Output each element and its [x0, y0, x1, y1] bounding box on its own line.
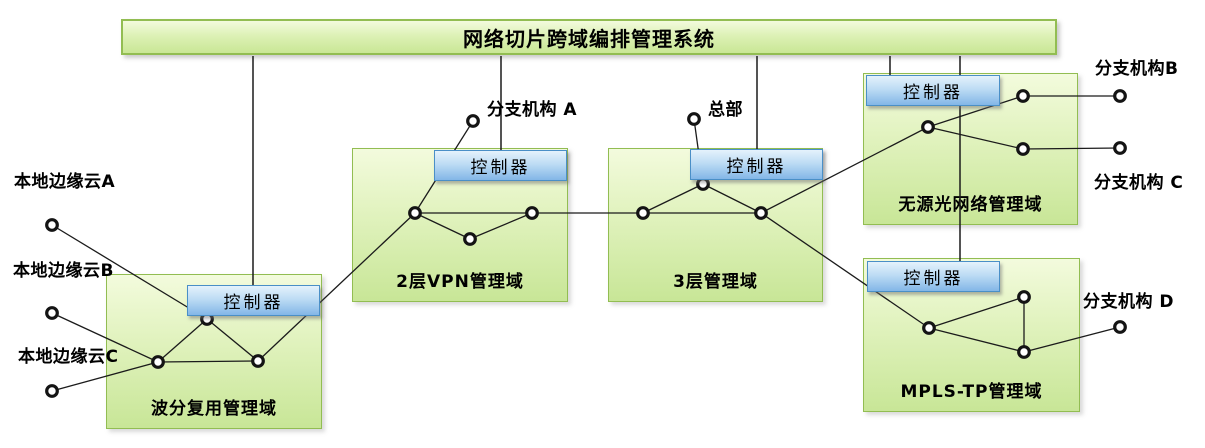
- network-node-nBranchA: [466, 114, 480, 128]
- network-node-nMplsL: [922, 321, 936, 335]
- network-node-nBranchC: [1113, 141, 1127, 155]
- domain-label-l2vpn: 2层VPN管理域: [396, 272, 524, 292]
- network-node-nPonT: [1016, 89, 1030, 103]
- network-node-nL3T: [696, 177, 710, 191]
- network-node-nVpnM: [463, 232, 477, 246]
- label-branch-b: 分支机构B: [1095, 59, 1179, 79]
- controller-label-mplstp: 控制器: [903, 269, 964, 289]
- label-branch-c: 分支机构 C: [1094, 173, 1184, 193]
- link-nCloudB-nWdmL: [51, 312, 159, 363]
- network-node-nHQ: [687, 112, 701, 126]
- link-nPonM-nPonB: [927, 126, 1024, 150]
- controller-label-l3: 控制器: [726, 157, 787, 177]
- link-nVpnL-nVpnM: [414, 212, 471, 240]
- network-node-nBranchB: [1113, 89, 1127, 103]
- controller-label-l2vpn: 控制器: [470, 158, 531, 178]
- network-node-nL3R: [754, 206, 768, 220]
- link-nL3R-nMplsL: [760, 212, 930, 329]
- orchestration-system-bar: 网络切片跨域编排管理系统: [121, 19, 1057, 55]
- label-cloud-b: 本地边缘云B: [13, 261, 114, 281]
- network-node-nCloudB: [45, 306, 59, 320]
- link-nL3R-nPonM: [760, 126, 929, 214]
- controller-label-wdm: 控制器: [223, 293, 284, 313]
- link-nWdmR-nVpnL: [257, 212, 416, 362]
- label-branch-a: 分支机构 A: [487, 100, 578, 120]
- link-nL3L-nL3T: [642, 183, 704, 214]
- network-node-nPonB: [1016, 142, 1030, 156]
- domain-label-wdm: 波分复用管理域: [151, 399, 277, 419]
- domain-label-mplstp: MPLS-TP管理域: [900, 382, 1043, 402]
- link-nCloudC-nWdmL: [51, 361, 159, 392]
- link-nPonM-nPonT: [927, 95, 1024, 128]
- link-nMplsL-nMplsT: [928, 296, 1025, 329]
- label-branch-d: 分支机构 D: [1083, 292, 1175, 312]
- link-nWdmR-nWdmC: [206, 318, 259, 362]
- link-nWdmL-nWdmC: [157, 318, 208, 363]
- controller-label-pon: 控制器: [903, 83, 963, 103]
- network-node-nMplsT: [1017, 290, 1031, 304]
- network-node-nVpnL: [408, 206, 422, 220]
- orchestration-system-title: 网络切片跨域编排管理系统: [463, 26, 715, 51]
- link-nCloudA-nWdmC: [51, 224, 208, 320]
- link-nMplsB-nBranchD: [1023, 326, 1121, 353]
- link-nVpnM-nVpnR: [469, 212, 533, 240]
- network-node-nWdmL: [151, 355, 165, 369]
- controller-box-pon: 控制器: [866, 75, 1000, 106]
- link-nWdmL-nWdmR: [157, 360, 259, 363]
- link-nPonB-nBranchC: [1022, 147, 1121, 150]
- label-cloud-a: 本地边缘云A: [14, 172, 116, 192]
- link-nL3T-nL3R: [702, 183, 762, 214]
- network-node-nPonM: [921, 120, 935, 134]
- domain-label-pon: 无源光网络管理域: [898, 195, 1043, 215]
- domain-label-l3: 3层管理域: [673, 272, 758, 292]
- label-hq: 总部: [708, 100, 743, 120]
- network-node-nBranchD: [1113, 320, 1127, 334]
- network-node-nCloudC: [45, 384, 59, 398]
- link-nMplsL-nMplsB: [928, 327, 1025, 353]
- controller-box-l3: 控制器: [690, 149, 823, 180]
- controller-box-mplstp: 控制器: [867, 261, 1000, 292]
- network-node-nWdmR: [251, 354, 265, 368]
- network-node-nMplsB: [1017, 345, 1031, 359]
- network-node-nL3L: [636, 206, 650, 220]
- controller-box-l2vpn: 控制器: [434, 150, 567, 181]
- network-node-nCloudA: [45, 218, 59, 232]
- controller-box-wdm: 控制器: [187, 285, 320, 316]
- network-node-nVpnR: [525, 206, 539, 220]
- label-cloud-c: 本地边缘云C: [18, 347, 119, 367]
